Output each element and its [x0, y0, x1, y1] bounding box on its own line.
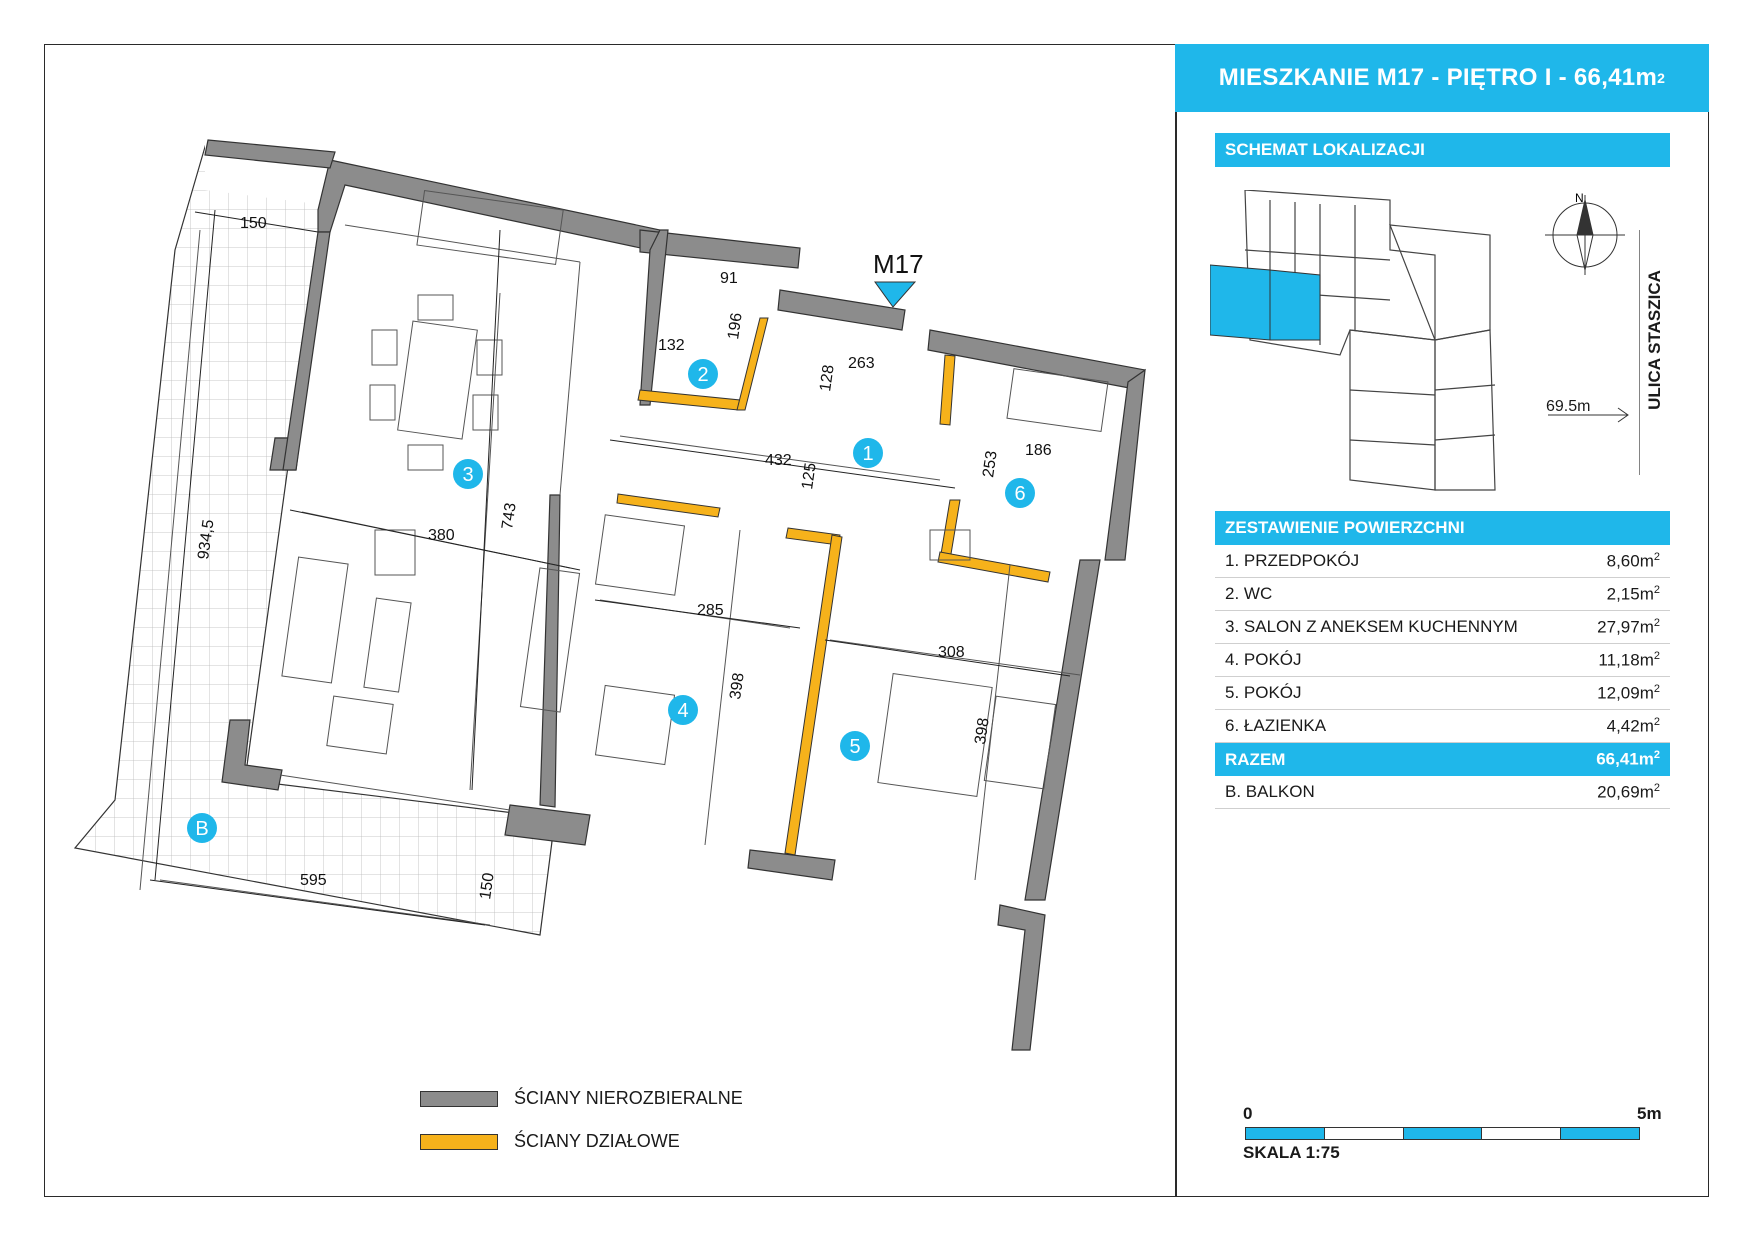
- partition-walls: [616, 317, 1051, 856]
- dim-285: 285: [697, 602, 724, 619]
- dim-253: 253: [980, 450, 1001, 479]
- apartment-highlight: [1210, 264, 1271, 341]
- dim-380: 380: [428, 527, 455, 544]
- grey-swatch: [420, 1090, 498, 1107]
- dim-125: 125: [799, 462, 820, 491]
- dim-91: 91: [720, 270, 738, 287]
- north-label: N: [1575, 191, 1584, 205]
- total-row: RAZEM 66,41m2: [1215, 743, 1670, 776]
- drawing-frame: [44, 44, 1709, 1197]
- table-row: 5. POKÓJ 12,09m2: [1215, 677, 1670, 710]
- legend-load-bearing: ŚCIANY NIEROZBIERALNE: [420, 1088, 743, 1109]
- entrance-label: M17: [873, 249, 924, 279]
- dim-595: 595: [300, 872, 327, 889]
- dim-128: 128: [817, 364, 838, 393]
- scale-end: 5m: [1637, 1104, 1662, 1123]
- row-label: 1. PRZEDPOKÓJ: [1225, 551, 1360, 570]
- legend-load-bearing-label: ŚCIANY NIEROZBIERALNE: [514, 1088, 743, 1108]
- dimension-labels: 150 91 132 196 263 128 432 125 253 186 3…: [195, 215, 1052, 901]
- location-heading: SCHEMAT LOKALIZACJI: [1215, 133, 1670, 167]
- row-value: 12,09m2: [1597, 682, 1660, 703]
- dim-150-top: 150: [240, 215, 267, 232]
- room-5-label: 5: [849, 736, 860, 758]
- room-markers: 1 2 3 4 5 6 B: [187, 359, 1035, 843]
- total-label: RAZEM: [1225, 749, 1286, 769]
- dim-743: 743: [499, 502, 520, 531]
- north-arrow-icon: [1545, 195, 1625, 275]
- table-row: 4. POKÓJ 11,18m2: [1215, 644, 1670, 677]
- dim-398-right: 398: [972, 717, 993, 746]
- dimension-lines: [149, 209, 1071, 926]
- row-label: 2. WC: [1225, 584, 1273, 603]
- row-value: 2,15m2: [1606, 583, 1660, 604]
- dim-398-left: 398: [727, 672, 748, 701]
- row-label: 5. POKÓJ: [1225, 683, 1302, 702]
- dining-set: [369, 294, 503, 471]
- dim-432: 432: [765, 452, 792, 469]
- dim-308: 308: [938, 644, 965, 661]
- location-minimap: N: [1210, 190, 1640, 491]
- entrance-marker: M17: [873, 249, 924, 308]
- scale-label: SKALA 1:75: [1243, 1143, 1340, 1162]
- street-label: ULICA STASZICA: [1645, 270, 1664, 410]
- row-value: 11,18m2: [1598, 649, 1660, 670]
- total-value: 66,41m2: [1596, 749, 1660, 769]
- panel-divider: [1175, 44, 1177, 1197]
- dim-263: 263: [848, 355, 875, 372]
- dim-934-5: 934,5: [195, 518, 217, 560]
- dim-150-bottom: 150: [477, 872, 498, 901]
- entrance-triangle-icon: [874, 281, 917, 308]
- scale-start: 0: [1243, 1104, 1253, 1123]
- table-row: 1. PRZEDPOKÓJ 8,60m2: [1215, 545, 1670, 578]
- table-row: 6. ŁAZIENKA 4,42m2: [1215, 710, 1670, 743]
- row-value: 4,42m2: [1606, 715, 1660, 736]
- table-row: 3. SALON Z ANEKSEM KUCHENNYM 27,97m2: [1215, 611, 1670, 644]
- room-3-label: 3: [462, 464, 473, 486]
- dim-196: 196: [725, 312, 746, 341]
- distance-label: 69.5m: [1546, 398, 1591, 415]
- areas-heading: ZESTAWIENIE POWIERZCHNI: [1215, 511, 1670, 545]
- room-4-label: 4: [677, 700, 688, 722]
- scale-bar: [1245, 1127, 1640, 1140]
- balcony-value: 20,69m2: [1597, 781, 1660, 802]
- title-text: MIESZKANIE M17 - PIĘTRO I - 66,41m: [1218, 64, 1658, 91]
- row-label: 6. ŁAZIENKA: [1225, 716, 1327, 735]
- legend-partition: ŚCIANY DZIAŁOWE: [420, 1131, 680, 1152]
- balcony-row: B. BALKON 20,69m2: [1215, 776, 1670, 809]
- dim-132: 132: [658, 337, 685, 354]
- balcony-label: B. BALKON: [1225, 782, 1315, 801]
- row-value: 27,97m2: [1597, 616, 1660, 637]
- dim-186: 186: [1025, 442, 1052, 459]
- floor-plan: 150 91 132 196 263 128 432 125 253 186 3…: [73, 138, 1146, 1051]
- table-row: 2. WC 2,15m2: [1215, 578, 1670, 611]
- room-b-label: B: [195, 818, 208, 840]
- room-2-label: 2: [697, 364, 708, 386]
- arrow-right-icon: [1617, 407, 1629, 423]
- areas-table: 1. PRZEDPOKÓJ 8,60m2 2. WC 2,15m2 3. SALON…: [1215, 545, 1670, 809]
- load-bearing-walls: [204, 139, 1146, 1051]
- row-value: 8,60m2: [1606, 550, 1660, 571]
- orange-swatch: [420, 1133, 498, 1150]
- legend-partition-label: ŚCIANY DZIAŁOWE: [514, 1131, 680, 1151]
- room-1-label: 1: [862, 443, 873, 465]
- row-label: 3. SALON Z ANEKSEM KUCHENNYM: [1225, 617, 1518, 636]
- title-sup: 2: [1657, 70, 1666, 86]
- row-label: 4. POKÓJ: [1225, 650, 1302, 669]
- room-6-label: 6: [1014, 483, 1025, 505]
